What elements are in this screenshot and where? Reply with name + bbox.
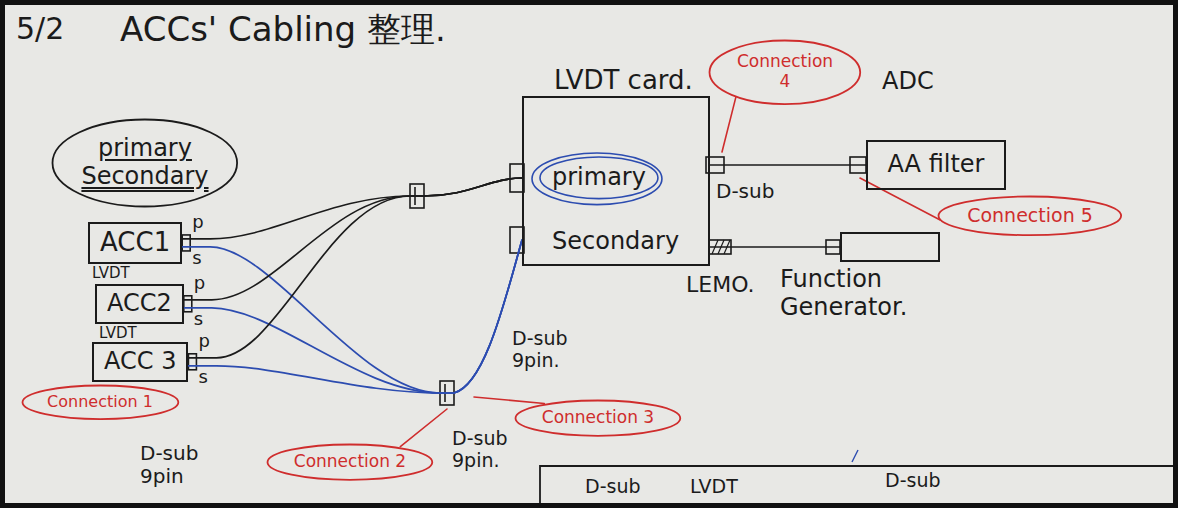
cable bbox=[188, 178, 522, 358]
ellipse-outline bbox=[22, 385, 178, 419]
node-heading: LVDT card. bbox=[554, 66, 693, 96]
wire-end-letter: p bbox=[192, 212, 203, 233]
callout-leader bbox=[474, 397, 544, 403]
cable bbox=[182, 240, 522, 393]
d-sub-port bbox=[182, 235, 190, 251]
ellipse-outline bbox=[53, 119, 238, 206]
wire-end-letter: s bbox=[198, 367, 207, 388]
lvdt-card: LVDT card.primarySecondary bbox=[522, 96, 710, 266]
cable bbox=[184, 240, 522, 393]
note-label: 5/2 bbox=[16, 12, 64, 47]
function-generator-box: Function Generator. bbox=[840, 232, 940, 262]
text-stack: Connection 5 bbox=[937, 195, 1123, 237]
node-text: Connection 2 bbox=[294, 452, 406, 472]
note-label: LEMO. bbox=[686, 272, 755, 297]
text-stack: Connection 1 bbox=[21, 384, 180, 421]
wire-end-letter: s bbox=[192, 248, 201, 269]
highlight-ring bbox=[532, 153, 662, 205]
cable bbox=[182, 178, 522, 239]
ellipse-outline bbox=[939, 197, 1122, 236]
node-sublabel: LVDT bbox=[99, 325, 137, 342]
wire-end-letter: p bbox=[198, 331, 209, 352]
note-label: D-sub bbox=[585, 476, 641, 498]
port-name: Secondary bbox=[552, 228, 679, 256]
wire-end-letter: p bbox=[194, 273, 205, 294]
node-text: Connection 3 bbox=[542, 408, 654, 428]
cable bbox=[710, 246, 840, 248]
callout-leader bbox=[400, 409, 447, 447]
note-label: LVDT bbox=[690, 476, 738, 498]
callout-leader bbox=[860, 178, 940, 220]
node-text: ACC 3 bbox=[104, 348, 176, 376]
text-stack: ACC1 bbox=[90, 224, 180, 262]
text-stack: primarySecondary bbox=[51, 118, 239, 208]
connection-callout: Connection 1 bbox=[21, 384, 180, 421]
note-ellipse: primarySecondary bbox=[51, 118, 239, 208]
node-text: Connection 1 bbox=[47, 393, 153, 411]
node-sublabel: LVDT bbox=[92, 265, 130, 282]
text-stack bbox=[842, 234, 938, 260]
photo-frame bbox=[3, 3, 1176, 506]
port-name: primary bbox=[552, 164, 646, 192]
text-stack: Connection 4 bbox=[708, 39, 862, 106]
node-heading: Function Generator. bbox=[780, 266, 940, 321]
highlight-ring bbox=[540, 157, 658, 199]
note-label: D-sub 9pin. bbox=[512, 328, 582, 372]
ellipse-outline bbox=[516, 400, 681, 435]
text-stack: ACC2 bbox=[97, 286, 182, 322]
accelerometer-box: ACC1LVDT bbox=[88, 222, 182, 264]
node-heading: ADC bbox=[882, 68, 934, 96]
d-sub-port bbox=[184, 296, 192, 312]
note-label: D-sub 9pin. bbox=[452, 428, 522, 472]
ellipse-outline bbox=[710, 40, 861, 104]
connection-callout: Connection 5 bbox=[937, 195, 1123, 237]
note-label: D-sub 9pin bbox=[140, 442, 214, 488]
accelerometer-box: ACC2LVDT bbox=[95, 284, 184, 324]
diagram-title: ACCs' Cabling 整理. bbox=[120, 10, 446, 49]
node-text: Secondary bbox=[81, 163, 208, 191]
text-stack: Connection 2 bbox=[266, 443, 434, 481]
text-stack: ACC 3 bbox=[94, 344, 186, 380]
ellipse-outline bbox=[268, 444, 433, 479]
connection-callout: Connection 3 bbox=[514, 399, 682, 437]
callout-leader bbox=[722, 97, 736, 152]
node-text: Connection 4 bbox=[734, 52, 836, 91]
next-sketch-box bbox=[540, 466, 1178, 508]
text-stack: AA filter bbox=[868, 142, 1004, 188]
note-label: D-sub bbox=[716, 180, 774, 203]
node-text: primary bbox=[98, 135, 192, 163]
adc-box: AA filterADC bbox=[866, 140, 1006, 190]
node-text: ACC1 bbox=[100, 228, 170, 258]
cable bbox=[188, 240, 522, 393]
accelerometer-box: ACC 3 bbox=[92, 342, 188, 382]
wire-end-letter: s bbox=[194, 309, 203, 330]
node-text: ACC2 bbox=[107, 290, 172, 318]
text-stack: Connection 3 bbox=[514, 399, 682, 437]
cable bbox=[184, 178, 522, 300]
note-label: D-sub bbox=[885, 470, 941, 492]
node-text: AA filter bbox=[888, 151, 985, 179]
node-text: Connection 5 bbox=[967, 205, 1093, 227]
d-sub-port bbox=[188, 354, 196, 370]
connection-callout: Connection 2 bbox=[266, 443, 434, 481]
connection-callout: Connection 4 bbox=[708, 39, 862, 106]
cable bbox=[710, 164, 866, 166]
pen-mark bbox=[852, 450, 858, 462]
